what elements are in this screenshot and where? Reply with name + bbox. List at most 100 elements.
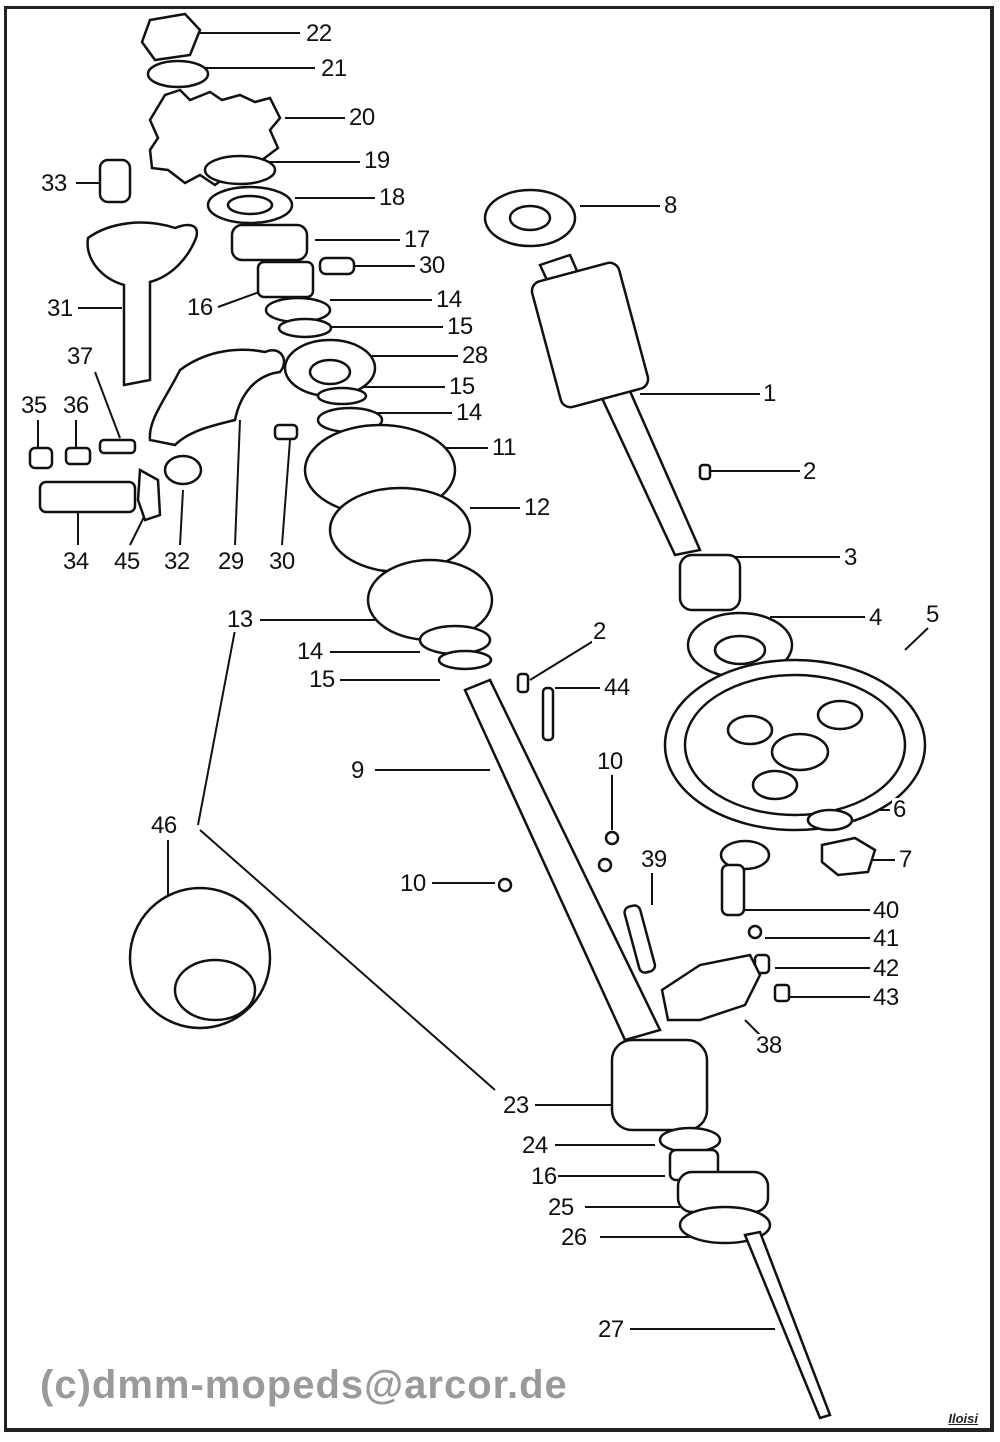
label-36: 36 [62, 392, 90, 419]
label-33: 33 [40, 170, 68, 197]
label-25: 25 [547, 1194, 575, 1221]
key-2a [698, 463, 712, 481]
label-7: 7 [898, 846, 913, 873]
nut-22 [140, 12, 202, 62]
needle-cage-16 [256, 260, 315, 299]
label-6: 6 [892, 796, 907, 823]
label-20: 20 [348, 104, 376, 131]
pin-33 [98, 158, 132, 204]
kickstart-31 [86, 221, 199, 387]
spring-36 [64, 446, 92, 466]
label-2b: 2 [592, 618, 607, 645]
bearing-17 [230, 223, 309, 262]
label-17: 17 [403, 226, 431, 253]
label-16a: 16 [186, 294, 214, 321]
label-5: 5 [925, 601, 940, 628]
label-30a: 30 [418, 252, 446, 279]
label-46: 46 [150, 812, 178, 839]
label-1: 1 [762, 380, 777, 407]
kick-lever-29 [148, 348, 286, 447]
label-32: 32 [163, 548, 191, 575]
bushing-19 [203, 154, 277, 186]
label-30b: 30 [268, 548, 296, 575]
label-4: 4 [868, 604, 883, 631]
selector-38 [660, 953, 762, 1022]
label-16b: 16 [530, 1163, 558, 1190]
label-11: 11 [491, 434, 517, 461]
leader-32 [179, 489, 184, 546]
leader-45 [129, 514, 146, 546]
label-41: 41 [872, 925, 900, 952]
label-15c: 15 [308, 666, 336, 693]
label-15b: 15 [448, 373, 476, 400]
nut-7 [820, 836, 877, 877]
pin-44 [541, 686, 555, 742]
circlip-32 [163, 454, 203, 486]
tab-washer-45 [136, 467, 162, 522]
plug-43 [773, 983, 791, 1003]
label-19: 19 [363, 147, 391, 174]
pushrod-27 [743, 1230, 832, 1420]
diagram-frame [4, 6, 994, 1432]
gear-23 [610, 1038, 709, 1132]
pin-37 [98, 438, 137, 455]
key-2 [516, 672, 530, 694]
mainshaft-9 [463, 678, 662, 1042]
label-2a: 2 [802, 458, 817, 485]
circlip-15 [277, 317, 333, 339]
label-18: 18 [378, 184, 406, 211]
label-38: 38 [755, 1032, 783, 1059]
label-28: 28 [461, 342, 489, 369]
label-35: 35 [20, 392, 48, 419]
label-37: 37 [66, 343, 94, 370]
label-24: 24 [521, 1132, 549, 1159]
label-23: 23 [502, 1092, 530, 1119]
label-43: 43 [872, 984, 900, 1011]
artist-signature: Iloisi [948, 1411, 978, 1426]
label-26: 26 [560, 1224, 588, 1251]
label-3: 3 [843, 544, 858, 571]
label-14b: 14 [455, 399, 483, 426]
label-44: 44 [603, 674, 631, 701]
watermark: (c)dmm-mopeds@arcor.de [40, 1363, 568, 1407]
label-39: 39 [640, 846, 668, 873]
label-14a: 14 [435, 286, 463, 313]
label-31: 31 [46, 295, 74, 322]
quadrant-30b [273, 423, 299, 441]
lockwasher-21 [146, 59, 210, 89]
label-29: 29 [217, 548, 245, 575]
leader-29 [234, 419, 241, 546]
pin-39 [623, 904, 657, 974]
label-9: 9 [350, 757, 365, 784]
leader-13-46 [197, 629, 236, 826]
label-10a: 10 [596, 748, 624, 775]
pin-41 [747, 924, 763, 940]
bolt-34 [38, 480, 137, 514]
washer-24 [658, 1126, 722, 1154]
leader-2b [529, 639, 596, 681]
label-40: 40 [872, 897, 900, 924]
label-45: 45 [113, 548, 141, 575]
selector-40 [719, 839, 771, 871]
label-34: 34 [62, 548, 90, 575]
leader-37 [94, 371, 121, 439]
label-15a: 15 [446, 313, 474, 340]
label-13: 13 [226, 606, 254, 633]
label-14c: 14 [296, 638, 324, 665]
plug-35 [28, 446, 54, 470]
gear-12 [328, 486, 472, 574]
label-12: 12 [523, 494, 551, 521]
leader-5 [904, 627, 929, 651]
label-42: 42 [872, 955, 900, 982]
quadrant-30a [318, 256, 356, 276]
label-21: 21 [320, 55, 348, 82]
bushing-3 [678, 553, 742, 612]
leader-38 [744, 1019, 761, 1036]
leader-46-23 [199, 829, 496, 1091]
label-27: 27 [597, 1316, 625, 1343]
leader-30b [281, 439, 291, 546]
label-10b: 10 [399, 870, 427, 897]
circlip-6 [806, 808, 854, 832]
label-8: 8 [663, 192, 678, 219]
